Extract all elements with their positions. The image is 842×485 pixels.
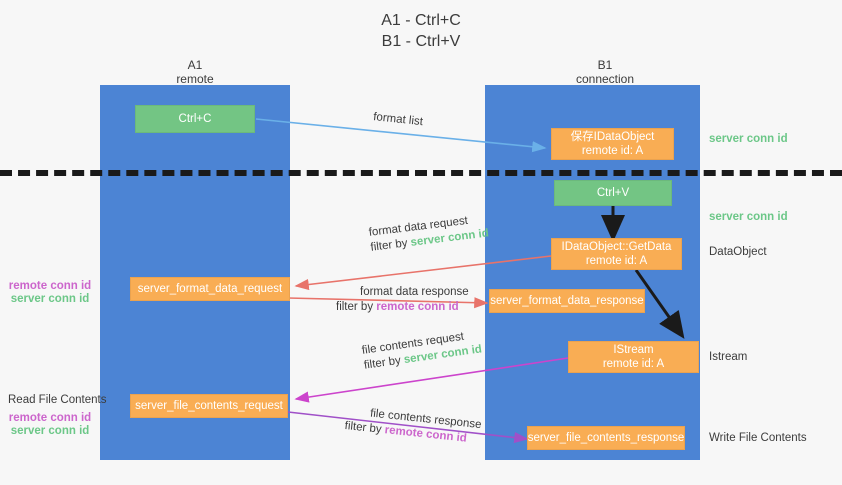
edge-label-file-contents-response: file contents response filter by remote … [344,404,482,448]
title-line-2: B1 - Ctrl+V [381,33,461,50]
node-server-file-contents-response-label: server_file_contents_response [527,432,685,444]
label-server-conn-id-1: server conn id [10,293,90,305]
label-istream: Istream [709,351,748,363]
node-ctrl-c[interactable]: Ctrl+C [135,105,255,133]
edge-label-format-data-request: format data request filter by server con… [368,212,490,256]
label-server-conn-id-mid: server conn id [709,211,788,223]
column-b1-name: B1 [597,58,613,72]
edge-label-format-list-text: format list [372,110,424,129]
label-server-conn-id-2: server conn id [10,425,90,437]
column-a1-sub: remote [176,72,214,86]
node-getdata-line1: IDataObject::GetData [561,241,672,253]
node-ctrl-v-label: Ctrl+V [596,187,630,199]
node-ctrl-c-label: Ctrl+C [178,113,212,125]
node-save-idataobject[interactable]: 保存IDataObject remote id: A [551,128,674,160]
node-save-idataobject-line2: remote id: A [581,145,644,157]
edge-label-format-data-response: format data response filter by remote co… [336,285,469,315]
column-header-b1: B1 connection [545,58,665,86]
label-read-file-contents: Read File Contents [8,394,107,406]
format-data-response-filter: filter by remote conn id [336,300,469,315]
node-server-format-data-response[interactable]: server_format_data_response [489,289,645,313]
label-dataobject: DataObject [709,246,767,258]
node-getdata-line2: remote id: A [585,255,648,267]
filter-by-prefix-2: filter by [336,301,377,313]
diagram-title: A1 - Ctrl+C B1 - Ctrl+V [321,10,521,52]
node-server-file-contents-response[interactable]: server_file_contents_response [527,426,685,450]
remote-conn-id-chip-1: remote conn id [376,301,459,313]
label-remote-conn-id-1: remote conn id [8,280,92,292]
label-remote-conn-id-2: remote conn id [8,412,92,424]
node-istream-line1: IStream [613,344,654,356]
label-server-conn-id-top: server conn id [709,133,788,145]
edge-label-file-contents-request: file contents request filter by server c… [361,327,483,373]
filter-by-prefix-3: filter by [363,354,405,372]
node-server-file-contents-request[interactable]: server_file_contents_request [130,394,288,418]
node-getdata[interactable]: IDataObject::GetData remote id: A [551,238,682,270]
node-ctrl-v[interactable]: Ctrl+V [554,180,672,206]
node-save-idataobject-line1: 保存IDataObject [570,131,655,143]
edge-label-format-list: format list [372,110,424,130]
title-line-1: A1 - Ctrl+C [381,12,461,29]
filter-by-prefix-1: filter by [369,236,412,254]
column-a1-name: A1 [187,58,203,72]
node-server-format-data-request-label: server_format_data_request [137,283,283,295]
filter-by-prefix-4: filter by [344,419,386,437]
node-istream-line2: remote id: A [602,358,665,370]
node-istream[interactable]: IStream remote id: A [568,341,699,373]
column-b1-sub: connection [575,72,635,86]
format-data-response-text: format data response [360,286,469,298]
node-server-file-contents-request-label: server_file_contents_request [135,400,283,412]
node-server-format-data-response-label: server_format_data_response [490,295,644,307]
node-server-format-data-request[interactable]: server_format_data_request [130,277,290,301]
label-write-file-contents: Write File Contents [709,432,807,444]
phase-divider [0,170,842,176]
column-header-a1: A1 remote [135,58,255,86]
